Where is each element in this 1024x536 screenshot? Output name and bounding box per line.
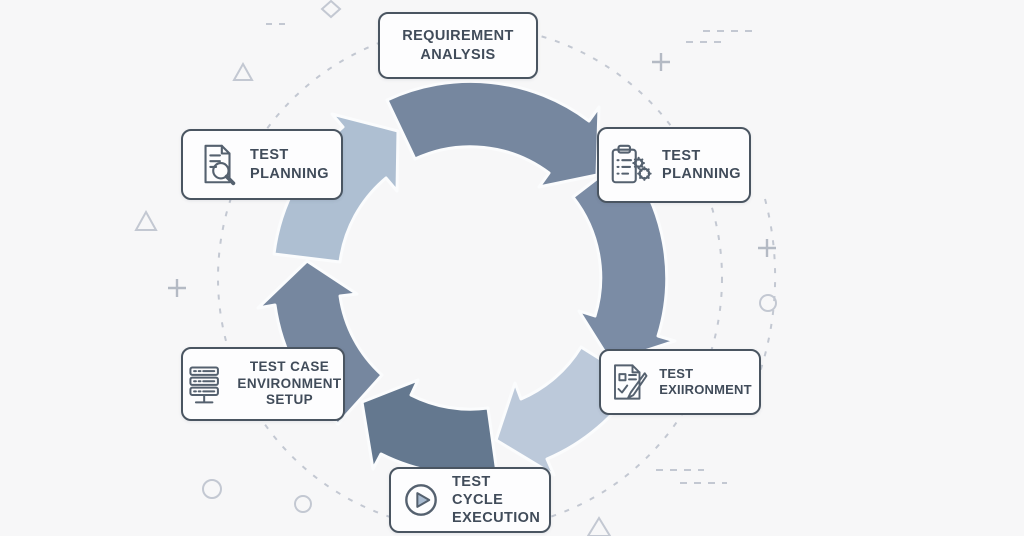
- stage-box-test-case-environment-setup: TEST CASE ENVIRONMENT SETUP: [181, 347, 345, 421]
- stage-label-line: REQUIREMENT: [402, 28, 514, 45]
- stage-box-test-planning-left: TEST PLANNING: [181, 129, 343, 200]
- circle-decor: [294, 495, 312, 513]
- stage-label: REQUIREMENT ANALYSIS: [402, 27, 514, 63]
- arrow-segment-right: [571, 155, 677, 364]
- stage-label: TEST CYCLE EXECUTION: [452, 473, 541, 527]
- diamond-decor: [320, 0, 342, 19]
- play-circle-icon: [399, 478, 443, 522]
- stage-label: TEST PLANNING: [250, 146, 329, 182]
- arrow-segment-top: [385, 79, 601, 189]
- stage-label-line: TEST: [662, 147, 701, 164]
- stage-label-line: PLANNING: [250, 165, 329, 182]
- plus-decor: [168, 279, 186, 297]
- circle-decor: [759, 294, 777, 312]
- stage-label: TEST EXIIRONMENT: [659, 366, 751, 399]
- stage-box-test-cycle-execution: TEST CYCLE EXECUTION: [389, 467, 551, 533]
- stage-label: TEST PLANNING: [662, 147, 741, 183]
- stage-box-test-environment: TEST EXIIRONMENT: [599, 349, 761, 415]
- stage-label-line: TEST CASE: [249, 358, 330, 374]
- stage-label-line: TEST CYCLE: [452, 473, 504, 508]
- plus-decor: [758, 239, 776, 257]
- document-magnifier-icon: [195, 141, 241, 189]
- triangle-decor: [586, 516, 612, 536]
- stage-label: TEST CASE ENVIRONMENT SETUP: [237, 359, 341, 410]
- stage-label-line: TEST: [250, 147, 289, 164]
- document-pencil-icon: [608, 360, 650, 404]
- stage-label-line: EXECUTION: [452, 510, 541, 527]
- stage-label-line: ANALYSIS: [420, 46, 496, 63]
- plus-decor: [652, 53, 670, 71]
- stage-label-line: ENVIRONMENT: [237, 375, 342, 391]
- stage-label-line: PLANNING: [662, 166, 741, 182]
- stage-box-test-planning-right: TEST PLANNING: [597, 127, 751, 203]
- stage-box-requirement-analysis: REQUIREMENT ANALYSIS: [378, 12, 538, 79]
- stage-label-line: SETUP: [265, 392, 313, 408]
- clipboard-gears-icon: [607, 141, 653, 189]
- stage-label-line: EXIIRONMENT: [659, 382, 752, 397]
- stage-label-line: TEST: [659, 365, 694, 381]
- circle-decor: [202, 479, 222, 499]
- server-stack-icon: [184, 360, 228, 408]
- triangle-decor: [134, 209, 158, 231]
- triangle-decor: [232, 61, 254, 81]
- arrow-segment-bottom: [360, 378, 499, 477]
